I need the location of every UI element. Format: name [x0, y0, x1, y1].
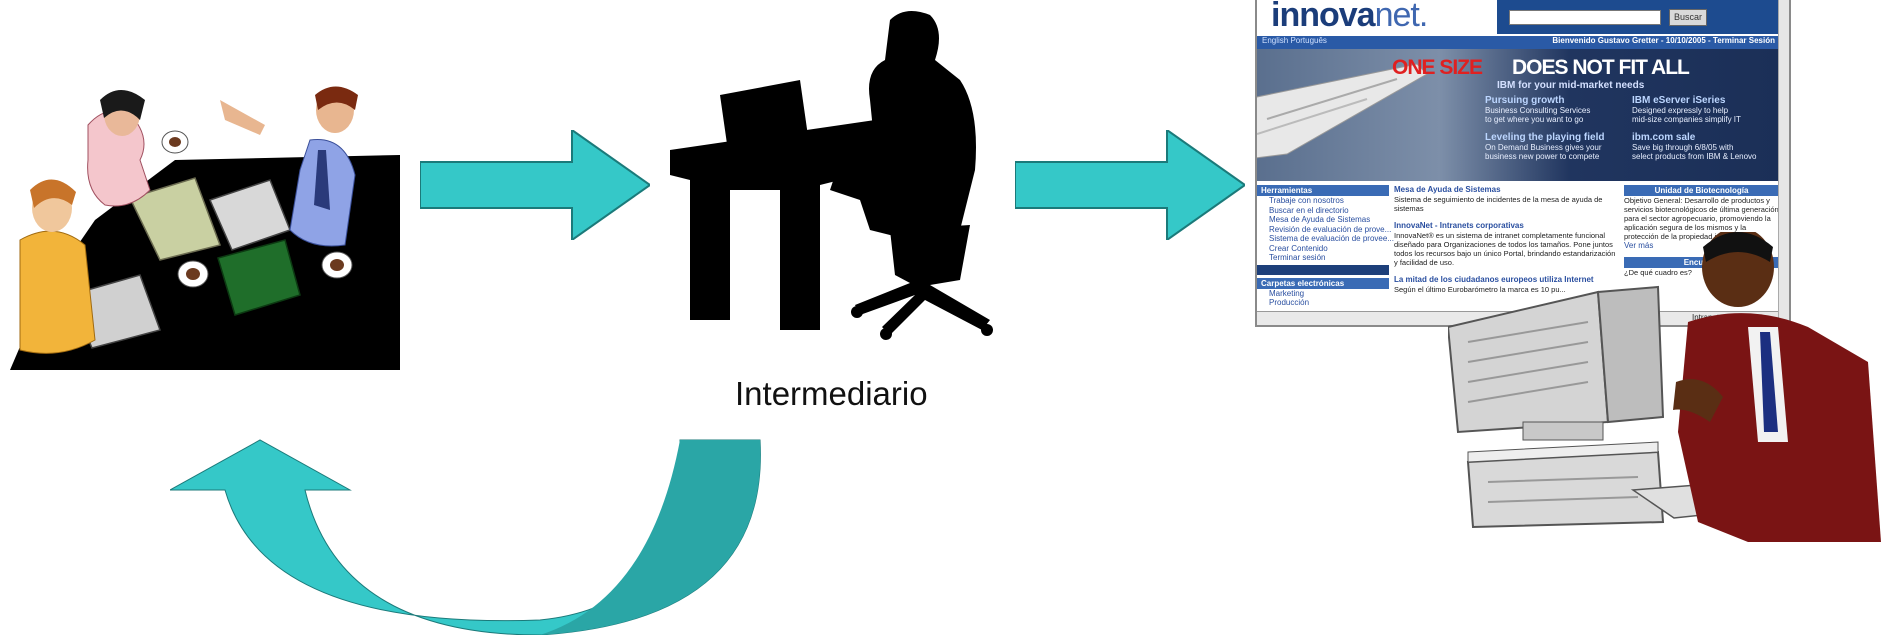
promo-title: Pursuing growth [1485, 95, 1565, 106]
meeting-illustration [10, 86, 400, 370]
promo-item[interactable]: Pursuing growth Business Consulting Serv… [1485, 95, 1590, 124]
man-at-desk [1673, 232, 1881, 542]
return-arrow [170, 439, 761, 635]
welcome-text: Bienvenido Gustavo Gretter - 10/10/2005 … [1552, 36, 1775, 45]
folders-panel-title: Carpetas electrónicas [1257, 277, 1389, 289]
silhouette-person [830, 11, 976, 240]
chair-wheel [880, 328, 892, 340]
tools-link[interactable]: Sistema de evaluación de provee... [1269, 234, 1394, 243]
logo-main-text: innova [1271, 0, 1376, 34]
biotech-more-link[interactable]: Ver más [1624, 241, 1654, 250]
search-button[interactable]: Buscar [1669, 9, 1707, 26]
man-blue [220, 86, 358, 247]
banner-headline-white: DOES NOT FIT ALL [1512, 56, 1690, 79]
promo-title: IBM eServer iSeries [1632, 95, 1726, 106]
folders-link[interactable]: Producción [1269, 298, 1310, 307]
promo-line: select products from IBM & Lenovo [1632, 152, 1757, 161]
language-links[interactable]: English Português [1262, 36, 1327, 45]
panel-divider [1257, 264, 1389, 275]
biotech-title: Unidad de Biotecnología [1624, 185, 1779, 196]
silhouette-monitor [720, 80, 810, 165]
document-paper [128, 177, 221, 261]
promo-line: to get where you want to go [1485, 115, 1584, 124]
news-body: Según el último Eurobarómetro la marca e… [1394, 285, 1566, 294]
promo-title: Leveling the playing field [1485, 132, 1605, 143]
right-sidebar: Unidad de Biotecnología Objetivo General… [1624, 185, 1779, 325]
chair-wheel [851, 306, 863, 318]
promo-line: Save big through 6/8/05 with [1632, 143, 1734, 152]
tools-panel-title: Herramientas [1257, 185, 1389, 196]
promo-item[interactable]: ibm.com sale Save big through 6/8/05 wit… [1632, 132, 1757, 161]
coffee-icon [169, 137, 181, 147]
news-body: Sistema de seguimiento de incidentes de … [1394, 195, 1603, 213]
computer-case [1466, 441, 1665, 529]
intermediary-label: Intermediario [735, 375, 928, 412]
chair-wheel [981, 324, 993, 336]
browser-scrollbar[interactable] [1778, 0, 1789, 325]
promo-line: Designed expressly to help [1632, 106, 1729, 115]
left-sidebar: Herramientas Trabaje con nosotros Buscar… [1257, 185, 1394, 325]
silhouette-desk [670, 120, 880, 330]
news-title[interactable]: Mesa de Ayuda de Sistemas [1394, 185, 1501, 194]
promo-line: On Demand Business gives your [1485, 143, 1602, 152]
news-title[interactable]: InnovaNet - Intranets corporativas [1394, 221, 1524, 230]
promo-title: ibm.com sale [1632, 132, 1696, 143]
promo-line: Business Consulting Services [1485, 106, 1591, 115]
folders-link[interactable]: Marketing [1269, 288, 1305, 298]
banner-subheadline: IBM for your mid-market needs [1497, 80, 1645, 91]
woman-pink [87, 90, 151, 207]
promo-item[interactable]: IBM eServer iSeries Designed expressly t… [1632, 95, 1741, 124]
woman-yellow [19, 179, 96, 354]
tools-link[interactable]: Mesa de Ayuda de Sistemas [1269, 215, 1371, 224]
logo-suffix-text: net. [1374, 0, 1429, 34]
green-folder [217, 239, 301, 316]
tools-link[interactable]: Trabaje con nosotros [1269, 196, 1344, 205]
arrow-right-to-intranet [1015, 130, 1245, 240]
arrow-right-to-intermediary [420, 130, 650, 240]
computer-user-illustration [1448, 232, 1881, 542]
intranet-browser-window: innovanet. Buscar English Português Bien… [1255, 0, 1791, 327]
tools-link[interactable]: Terminar sesión [1269, 253, 1326, 262]
ship-image [1257, 63, 1428, 159]
promo-banner[interactable]: ONE SIZE DOES NOT FIT ALL IBM for your m… [1257, 49, 1779, 181]
news-body: InnovaNet® es un sistema de intranet com… [1394, 231, 1616, 267]
site-header: innovanet. Buscar [1257, 0, 1789, 34]
promo-item[interactable]: Leveling the playing field On Demand Bus… [1485, 132, 1604, 161]
search-input[interactable] [1509, 10, 1661, 25]
promo-line: business new power to compete [1485, 152, 1600, 161]
tools-link[interactable]: Revisión de evaluación de prove... [1269, 224, 1392, 234]
coffee-icon [186, 268, 200, 280]
news-column: Mesa de Ayuda de Sistemas Sistema de seg… [1394, 185, 1619, 325]
tools-link[interactable]: Crear Contenido [1269, 243, 1328, 253]
tools-link[interactable]: Buscar en el directorio [1269, 205, 1349, 215]
news-title[interactable]: La mitad de los ciudadanos europeos util… [1394, 275, 1594, 284]
crt-monitor [1448, 285, 1665, 441]
news-spacer [1394, 213, 1619, 221]
return-arrow-shade [540, 440, 761, 635]
promo-line: mid-size companies simplify IT [1632, 115, 1741, 124]
innovanet-logo: innovanet. [1271, 0, 1429, 35]
coffee-icon [330, 259, 344, 271]
survey-question: ¿De qué cuadro es? [1624, 267, 1692, 277]
top-nav-strip: English Português Bienvenido Gustavo Gre… [1257, 36, 1779, 49]
intermediary-silhouette [670, 11, 993, 340]
survey-title: Encuesta [1624, 256, 1779, 268]
silhouette-chair [855, 225, 990, 335]
banner-headline-red: ONE SIZE [1392, 56, 1483, 79]
biotech-body: Objetivo General: Desarrollo de producto… [1624, 196, 1779, 241]
